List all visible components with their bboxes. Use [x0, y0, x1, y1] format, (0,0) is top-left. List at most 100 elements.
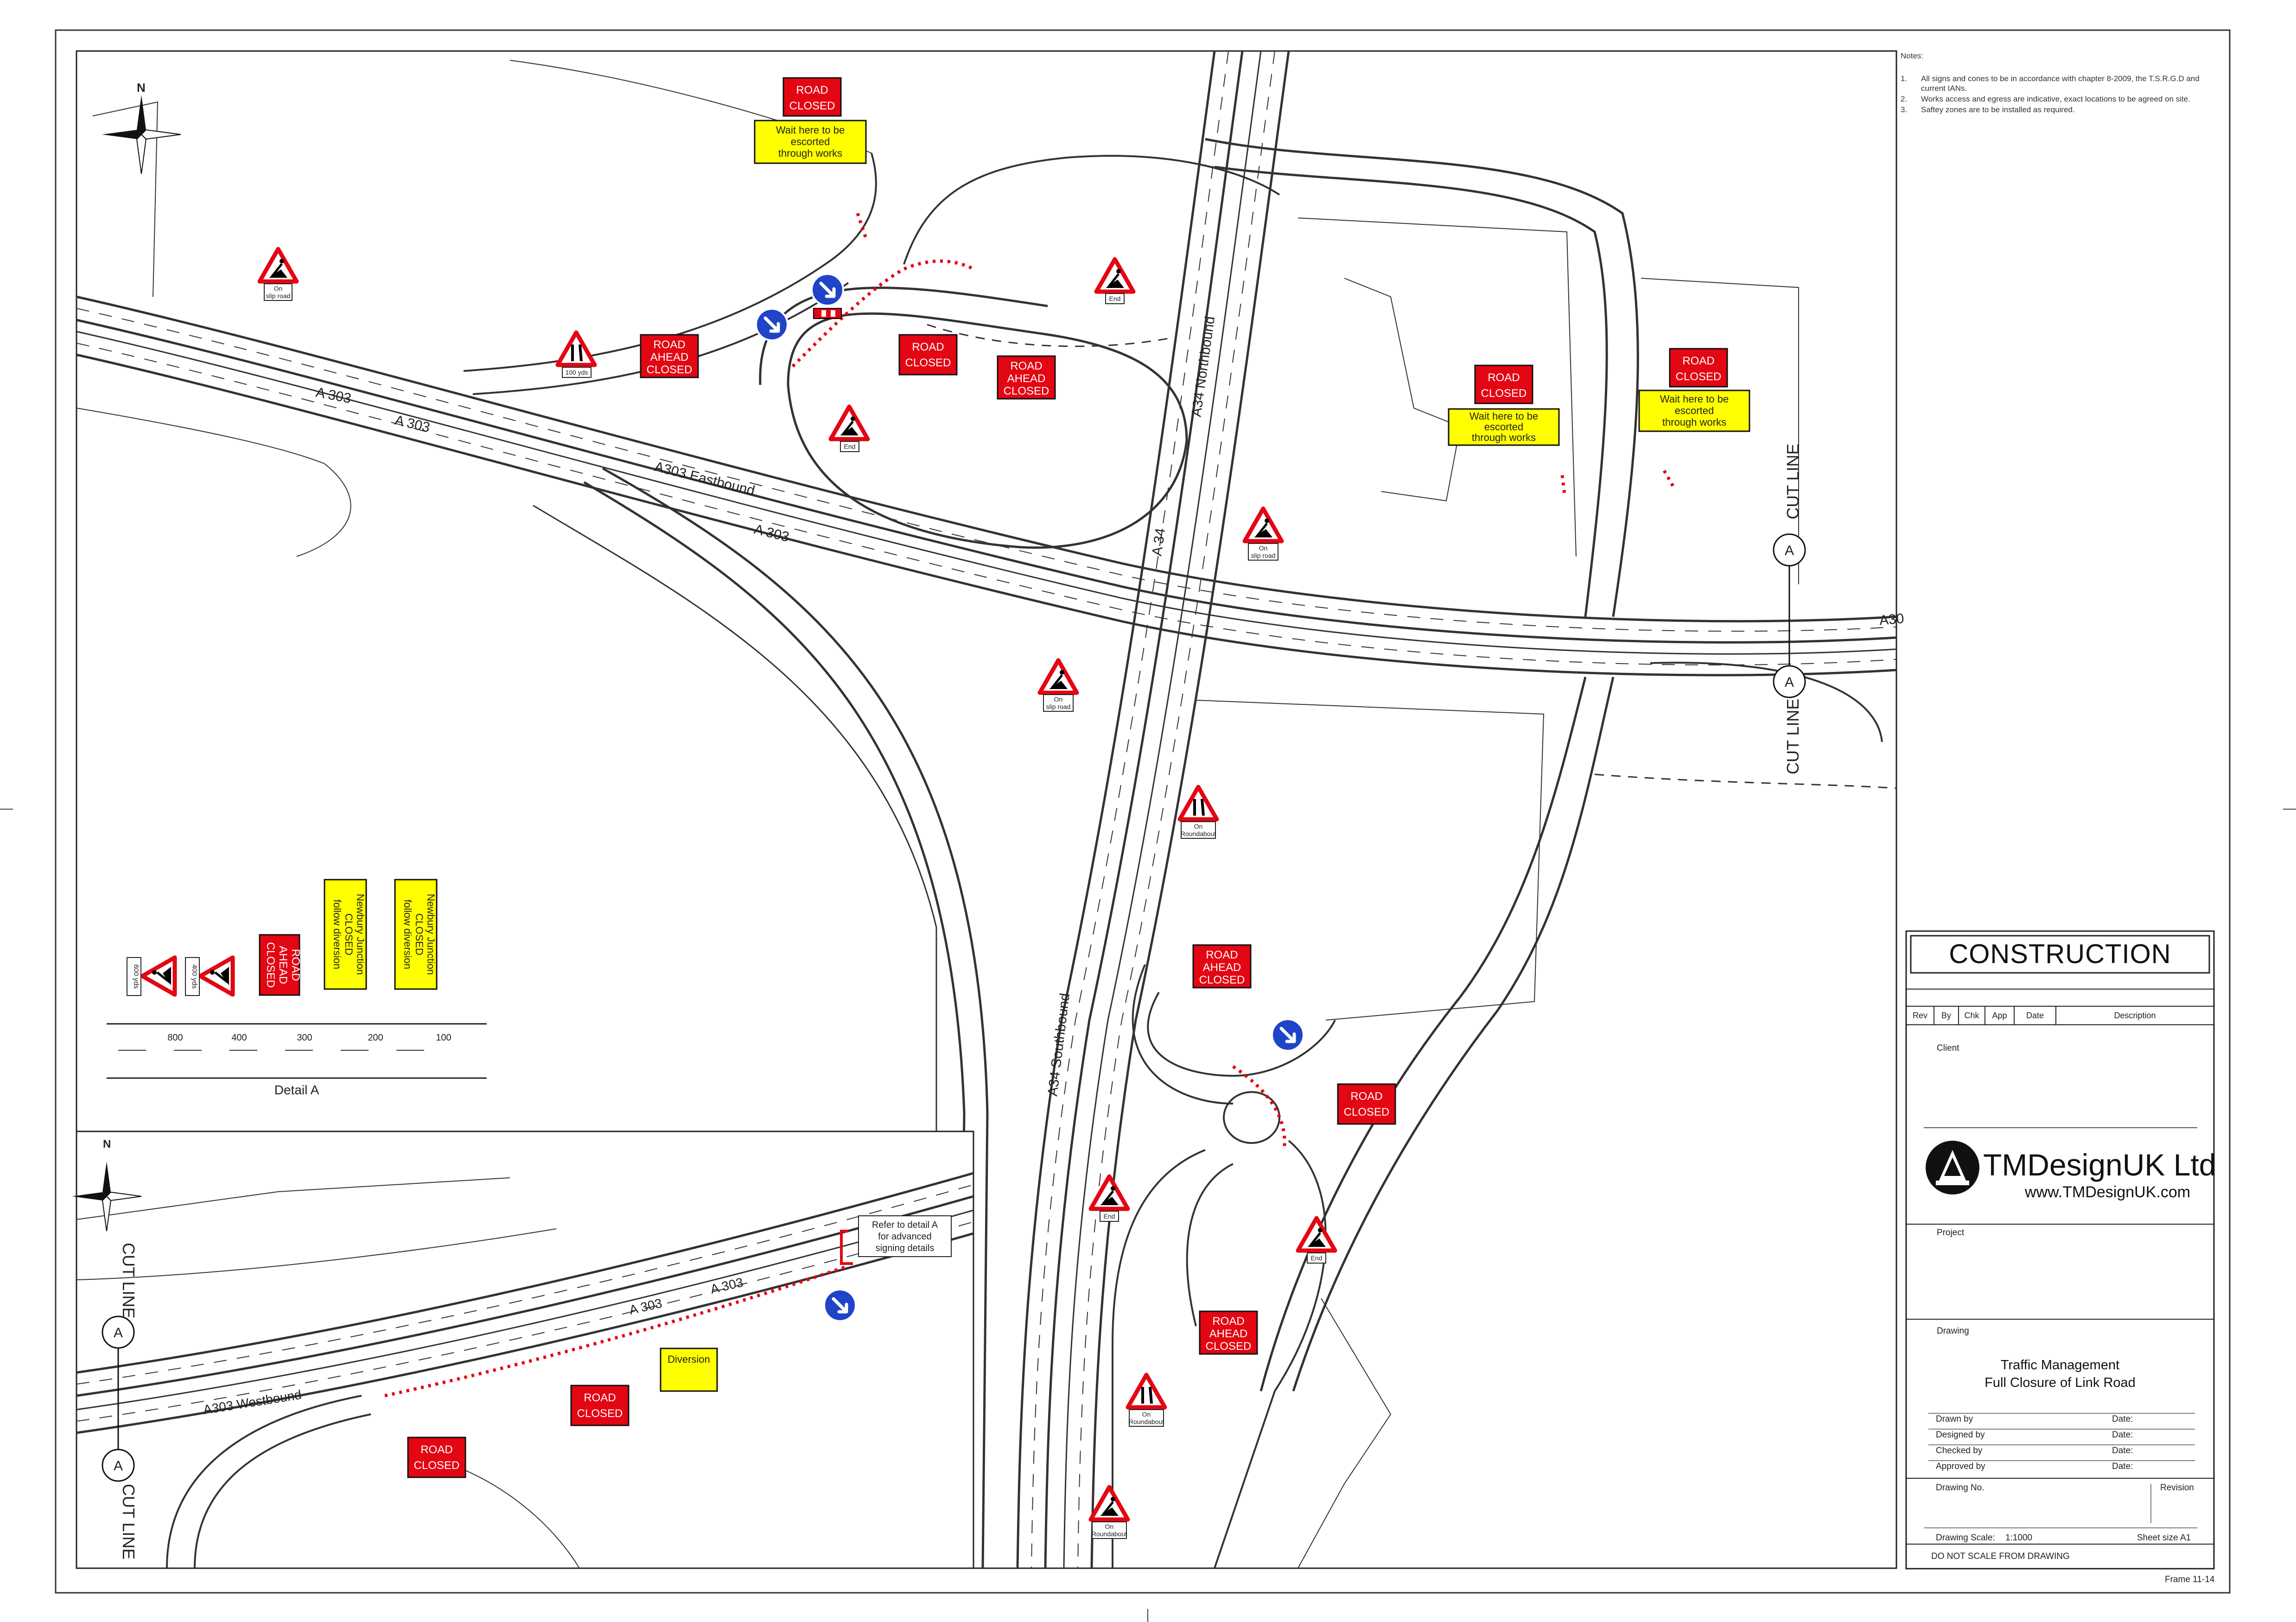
road-label-a303-east: A30 [1879, 611, 1905, 628]
date-label: Date: [2112, 1462, 2133, 1471]
frame-reference: Frame 11-14 [2165, 1575, 2215, 1584]
road-label-a34: A 34 [1149, 527, 1168, 557]
detail-a-title: Detail A [274, 1083, 319, 1097]
note-item: 3.Saftey zones are to be installed as re… [1901, 105, 2075, 114]
svg-text:CLOSED: CLOSED [577, 1407, 623, 1420]
svg-text:End: End [1311, 1254, 1323, 1262]
svg-text:CLOSED: CLOSED [647, 364, 693, 376]
svg-text:slip road: slip road [266, 292, 291, 300]
svg-text:Diversion: Diversion [668, 1354, 710, 1365]
project-label: Project [1937, 1228, 1965, 1238]
checked-by-label: Checked by [1936, 1446, 1983, 1456]
svg-text:End: End [844, 443, 856, 450]
rev-col-header: Date [2026, 1011, 2044, 1020]
scale-value: 1:1000 [2005, 1533, 2033, 1543]
svg-text:CLOSED: CLOSED [1481, 387, 1527, 400]
scale-label: Drawing Scale: [1936, 1533, 1995, 1543]
svg-text:ROAD: ROAD [796, 84, 828, 96]
svg-text:Refer to detail A: Refer to detail A [872, 1220, 938, 1230]
svg-text:ROAD: ROAD [1010, 360, 1042, 372]
rev-col-header: By [1941, 1011, 1951, 1020]
svg-text:escorted: escorted [1484, 421, 1523, 433]
approved-by-label: Approved by [1936, 1462, 1985, 1471]
svg-text:On: On [1054, 696, 1063, 703]
svg-text:through works: through works [1472, 432, 1536, 443]
detail-a: 600 yds 400 yds 800 400 300 200 100 Deta… [127, 957, 452, 1097]
svg-text:CLOSED: CLOSED [264, 942, 277, 988]
svg-text:escorted: escorted [791, 136, 830, 147]
svg-text:CLOSED: CLOSED [1206, 1340, 1252, 1353]
diversion-sign: Diversion [660, 1347, 718, 1392]
detail-distance: 200 [368, 1033, 383, 1043]
svg-text:Wait here to be: Wait here to be [1469, 410, 1538, 422]
svg-text:On: On [1259, 544, 1268, 552]
date-label: Date: [2112, 1446, 2133, 1456]
svg-text:Roundabout: Roundabout [1129, 1418, 1164, 1425]
svg-text:signing details: signing details [876, 1243, 935, 1253]
detail-distance: 100 [436, 1033, 451, 1043]
svg-text:ROAD: ROAD [653, 338, 685, 351]
svg-text:ROAD: ROAD [1212, 1315, 1244, 1328]
cut-marker-label: A [1785, 675, 1794, 690]
svg-text:On: On [1105, 1523, 1114, 1530]
svg-text:End: End [1104, 1213, 1115, 1220]
detail-distance: 800 [167, 1033, 183, 1043]
company-website: www.TMDesignUK.com [2025, 1183, 2191, 1201]
note-item: 1.All signs and cones to be in accordanc… [1901, 74, 2200, 93]
north-label: N [137, 81, 146, 95]
svg-text:AHEAD: AHEAD [277, 946, 289, 984]
notes-heading: Notes: [1901, 51, 1924, 60]
designed-by-label: Designed by [1936, 1430, 1985, 1440]
svg-text:Roundabout: Roundabout [1181, 830, 1216, 837]
svg-text:ROAD: ROAD [1206, 949, 1238, 961]
svg-text:ROAD: ROAD [584, 1392, 616, 1404]
svg-text:CLOSED: CLOSED [414, 1459, 460, 1472]
road-label-a303: A 303 [752, 522, 790, 545]
svg-text:slip road: slip road [1251, 552, 1276, 559]
svg-text:CLOSED: CLOSED [343, 913, 355, 955]
svg-text:through works: through works [778, 147, 842, 159]
road-label-a34-nb: A34 Northbound [1189, 315, 1218, 418]
road-closed-sign-inset-1: ROAD CLOSED [570, 1385, 630, 1426]
svg-text:ROAD: ROAD [912, 341, 944, 353]
svg-text:through works: through works [1662, 416, 1726, 428]
svg-text:AHEAD: AHEAD [650, 351, 689, 364]
cut-marker-label: A [1785, 543, 1794, 558]
drawn-by-label: Drawn by [1936, 1414, 1973, 1424]
distance-plate-400: 400 yds [191, 964, 198, 989]
distance-plate-600: 600 yds [132, 964, 140, 989]
svg-text:On: On [1142, 1411, 1151, 1418]
status-title: CONSTRUCTION [1949, 939, 2171, 969]
svg-text:100 yds: 100 yds [565, 369, 588, 376]
cut-marker-label: A [114, 1325, 123, 1341]
svg-text:AHEAD: AHEAD [1007, 372, 1046, 385]
svg-text:Newbury Junction: Newbury Junction [425, 894, 437, 975]
svg-text:for advanced: for advanced [878, 1232, 932, 1242]
rev-col-header: Description [2114, 1011, 2156, 1020]
road-label-a34-sb: A34 Southbound [1045, 992, 1073, 1097]
svg-text:On: On [1194, 823, 1203, 830]
company-logo-icon [1926, 1141, 1979, 1194]
svg-text:slip road: slip road [1046, 703, 1071, 710]
detail-distance: 300 [297, 1033, 312, 1043]
cut-line-label: CUT LINE [119, 1243, 138, 1318]
svg-text:CLOSED: CLOSED [413, 913, 425, 955]
svg-text:CLOSED: CLOSED [1344, 1106, 1390, 1118]
road-label-a303: A 303 [628, 1296, 663, 1317]
north-arrow-icon [102, 95, 181, 174]
